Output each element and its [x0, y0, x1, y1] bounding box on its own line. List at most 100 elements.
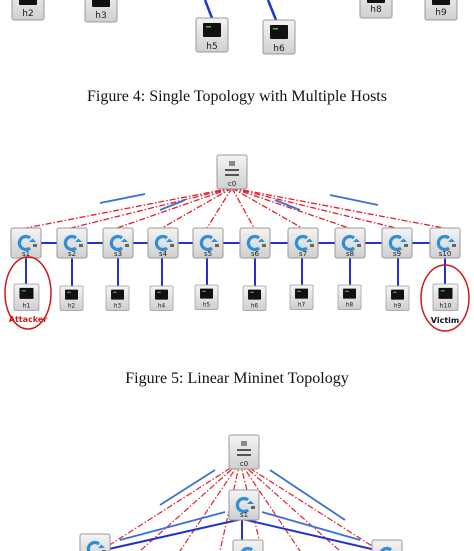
control-link — [219, 461, 241, 551]
victim-label: Victim — [431, 316, 459, 325]
control-link — [239, 461, 263, 551]
host-label: h2 — [68, 304, 76, 310]
switch-node — [231, 538, 265, 551]
control-link — [239, 461, 301, 551]
switch-label: s2 — [68, 250, 76, 258]
host-node: h4 — [149, 285, 174, 311]
switch-node: s6 — [238, 226, 272, 260]
switch-node: s10 — [428, 226, 462, 260]
flow-arrow — [274, 199, 301, 211]
host-label: h2 — [22, 9, 33, 19]
switch-label: s7 — [299, 250, 307, 258]
switch-node: s2 — [55, 226, 89, 260]
attacker-label: Attacker — [9, 315, 48, 324]
control-link — [179, 461, 241, 551]
switch-label: s3 — [114, 250, 122, 258]
control-link — [231, 187, 255, 229]
host-node: h9 — [424, 0, 458, 21]
switch-node: s7 — [286, 226, 320, 260]
figure4-links — [203, 0, 278, 21]
host-label: h4 — [158, 304, 166, 310]
control-link — [161, 187, 233, 229]
host-label: h10 — [440, 302, 452, 309]
figure4-caption: Figure 4: Single Topology with Multiple … — [87, 88, 387, 105]
host-node: h8 — [359, 0, 393, 19]
control-link — [239, 461, 341, 551]
data-links — [25, 242, 446, 286]
control-link — [231, 187, 350, 229]
switch-node — [370, 538, 404, 551]
flow-arrow — [119, 511, 226, 541]
host-label: h6 — [273, 44, 285, 54]
switch-label: s4 — [159, 250, 168, 258]
flow-arrow — [329, 194, 379, 206]
control-link — [231, 187, 303, 229]
host-node: h10 — [432, 283, 459, 311]
host-node: h6 — [242, 285, 267, 311]
switch-node — [78, 532, 112, 551]
figure6-flow-arrows — [119, 469, 361, 541]
switches: s1 s2 s3 s4 s5 s6 s7 s8 s9 s10 — [9, 226, 462, 260]
switch-node: s1 — [9, 226, 43, 260]
controller-label: c0 — [228, 180, 236, 188]
host-node: h7 — [289, 284, 314, 310]
link — [203, 0, 214, 19]
control-link — [206, 187, 233, 229]
host-label: h5 — [203, 303, 211, 309]
switch-node: s9 — [380, 226, 414, 260]
host-label: h7 — [298, 303, 306, 309]
control-link — [25, 187, 233, 229]
hosts: h1 h2 h3 h4 h5 h6 h7 h8 h9 h10 — [13, 283, 459, 311]
control-link — [99, 461, 241, 551]
control-link — [231, 187, 397, 229]
host-label: h3 — [114, 304, 122, 310]
host-label: h8 — [346, 303, 354, 309]
host-label: h8 — [370, 5, 382, 15]
switch-node: s3 — [101, 226, 135, 260]
host-node: h3 — [105, 285, 130, 311]
switch-label: s10 — [439, 250, 452, 258]
control-link — [231, 187, 445, 229]
control-link — [116, 187, 233, 229]
controller-label: c0 — [240, 460, 248, 468]
flow-arrow — [99, 193, 146, 204]
flow-arrow — [261, 511, 361, 541]
switch-node: s5 — [191, 226, 225, 260]
control-links — [25, 187, 445, 229]
flow-arrows — [99, 193, 379, 211]
switch-label: s1 — [240, 511, 248, 519]
switch-link — [99, 518, 243, 551]
host-label: h1 — [23, 302, 31, 309]
figure6-control-links — [99, 461, 381, 551]
host-node: h3 — [84, 0, 118, 23]
attacker-highlight — [4, 256, 52, 330]
flow-arrow — [269, 469, 346, 521]
control-link — [139, 461, 241, 551]
controller-node: c0 — [216, 154, 248, 190]
switch-label: s1 — [22, 250, 30, 258]
host-label: h6 — [251, 304, 259, 310]
switch-node: s8 — [333, 226, 367, 260]
switch-link — [241, 518, 381, 551]
flow-arrow — [159, 199, 186, 211]
host-node: h5 — [195, 17, 229, 53]
switch-label: s6 — [251, 250, 260, 258]
host-label: h9 — [394, 304, 402, 310]
switch-label: s9 — [393, 250, 401, 258]
host-node: h2 — [59, 285, 84, 311]
host-node: h6 — [262, 19, 296, 55]
switch-label: s8 — [346, 250, 354, 258]
host-node: h9 — [385, 285, 410, 311]
switch-label: s5 — [204, 250, 212, 258]
switch-node: s4 — [146, 226, 180, 260]
host-node: h1 — [13, 283, 40, 311]
figure5-caption: Figure 5: Linear Mininet Topology — [125, 370, 349, 387]
control-link — [239, 461, 381, 551]
link — [266, 0, 278, 21]
host-label: h9 — [435, 8, 447, 18]
control-link — [70, 187, 233, 229]
switch-node: s1 — [227, 488, 261, 522]
controller-node: c0 — [228, 434, 260, 470]
host-label: h5 — [206, 42, 217, 52]
